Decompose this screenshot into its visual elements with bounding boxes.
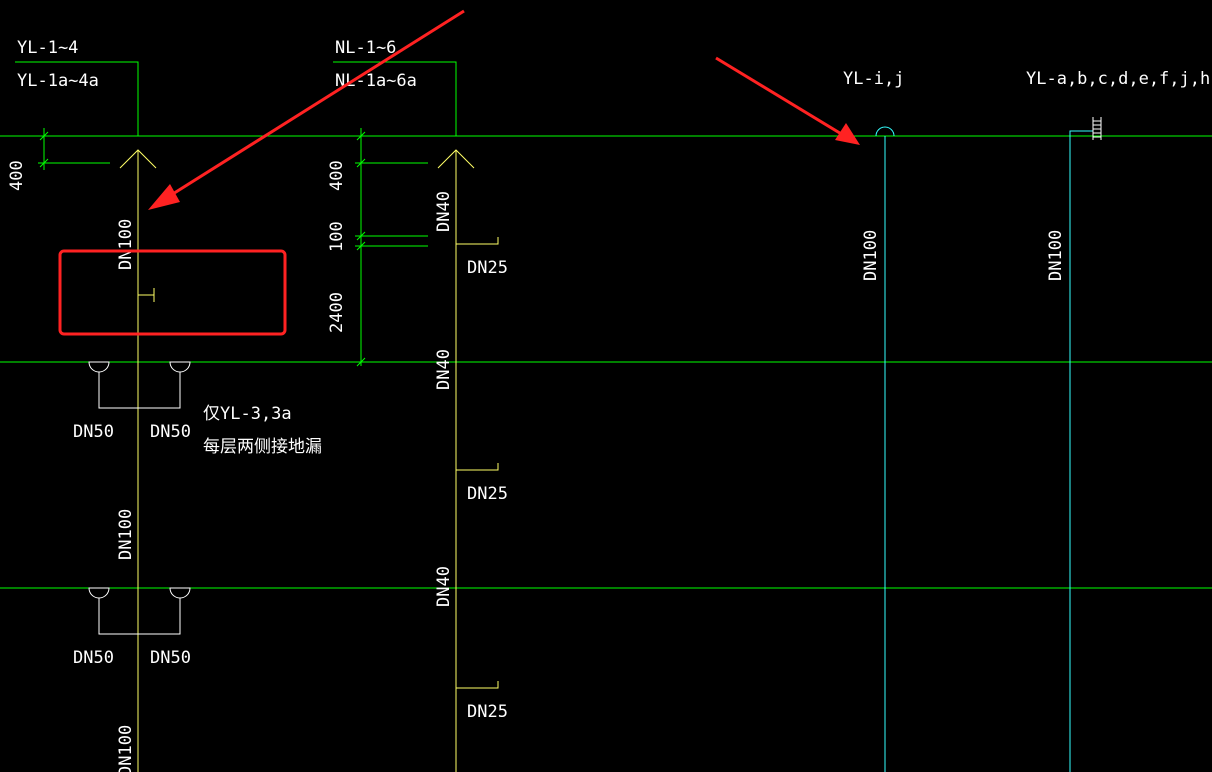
dim-tick bbox=[356, 158, 366, 168]
red-arrow-shaft bbox=[159, 9, 465, 204]
floor-lines bbox=[0, 135, 1212, 589]
label-nl-1a-6a: NL-1a~6a bbox=[335, 71, 417, 91]
dim-tick bbox=[39, 131, 49, 141]
size-dn100: DN100 bbox=[116, 509, 136, 560]
dn25-branch bbox=[456, 681, 499, 689]
size-dn100: DN100 bbox=[116, 219, 136, 270]
drain-branch bbox=[98, 598, 181, 635]
label-yl-1-4: YL-1~4 bbox=[17, 38, 78, 58]
yl-stack bbox=[119, 149, 157, 772]
dim-100-text: 100 bbox=[327, 221, 347, 252]
dim-2400-text: 2400 bbox=[327, 292, 347, 333]
dim-tick bbox=[356, 131, 366, 141]
dim-tick bbox=[356, 231, 366, 241]
dn25-branch bbox=[456, 463, 499, 471]
label-leaders bbox=[15, 61, 457, 136]
red-arrow-icon bbox=[148, 184, 180, 210]
dim-tick bbox=[356, 241, 366, 251]
dn25-branch bbox=[456, 237, 499, 245]
dim-400-text: 400 bbox=[7, 160, 27, 191]
dimension-lines bbox=[38, 128, 428, 367]
cyan-stacks bbox=[875, 126, 1093, 772]
red-arrow-shaft bbox=[715, 56, 849, 140]
dim-tick bbox=[356, 357, 366, 367]
note-only-yl3: 仅YL-3,3a bbox=[203, 404, 292, 424]
leader-nl16 bbox=[333, 61, 457, 136]
drain-branch bbox=[98, 372, 181, 409]
size-dn40: DN40 bbox=[434, 349, 454, 390]
vent-cap-icon bbox=[119, 149, 157, 169]
size-dn25: DN25 bbox=[467, 258, 508, 278]
size-dn100: DN100 bbox=[116, 725, 136, 772]
floor-drain-icon bbox=[169, 361, 191, 373]
vent-grille-icon bbox=[1092, 117, 1102, 140]
highlight-box bbox=[58, 249, 287, 336]
floor-drain-icon bbox=[88, 361, 110, 373]
vent-cap-icon bbox=[437, 149, 475, 169]
annotations bbox=[58, 9, 860, 336]
floor-drains bbox=[88, 361, 191, 635]
label-nl-1-6: NL-1~6 bbox=[335, 38, 396, 58]
floor-drain-icon bbox=[169, 587, 191, 599]
note-floor-drain: 每层两侧接地漏 bbox=[203, 437, 322, 457]
nl-stack bbox=[437, 149, 499, 772]
size-dn50: DN50 bbox=[150, 422, 191, 442]
size-dn50: DN50 bbox=[73, 648, 114, 668]
label-yl-a-h: YL-a,b,c,d,e,f,j,h bbox=[1026, 69, 1210, 89]
text-labels: YL-1~4 YL-1a~4a NL-1~6 NL-1a~6a YL-i,j Y… bbox=[7, 38, 1210, 772]
size-dn25: DN25 bbox=[467, 484, 508, 504]
vent-pipe-stub bbox=[1069, 130, 1093, 136]
size-dn50: DN50 bbox=[73, 422, 114, 442]
label-yl-1a-4a: YL-1a~4a bbox=[17, 71, 99, 91]
leader-yl14 bbox=[15, 61, 139, 136]
size-dn100: DN100 bbox=[861, 230, 881, 281]
size-dn40: DN40 bbox=[434, 191, 454, 232]
size-dn50: DN50 bbox=[150, 648, 191, 668]
size-dn40: DN40 bbox=[434, 566, 454, 607]
dim-tick bbox=[39, 158, 49, 168]
floor-drain-icon bbox=[88, 587, 110, 599]
dim-400-text: 400 bbox=[327, 160, 347, 191]
size-dn25: DN25 bbox=[467, 702, 508, 722]
size-dn100: DN100 bbox=[1046, 230, 1066, 281]
vent-cap-icon bbox=[875, 126, 895, 137]
label-yl-i-j: YL-i,j bbox=[843, 69, 904, 89]
red-arrow-icon bbox=[835, 123, 860, 145]
